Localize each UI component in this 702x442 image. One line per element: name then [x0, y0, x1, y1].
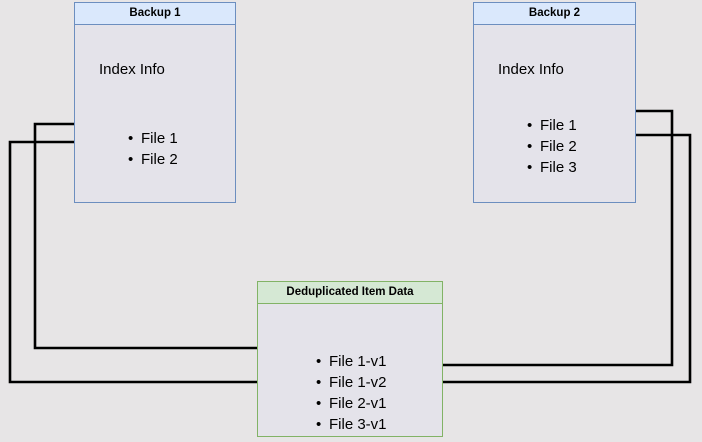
dedup-file-list: File 1-v1 File 1-v2 File 2-v1 File 3-v1 [313, 351, 386, 435]
list-item[interactable]: File 2-v1 [316, 393, 386, 414]
backup-2-index-info-label: Index Info [498, 61, 564, 78]
list-item[interactable]: File 3-v1 [316, 414, 386, 435]
list-item[interactable]: File 1 [527, 115, 577, 136]
node-deduplicated-item-data[interactable]: Deduplicated Item Data File 1-v1 File 1-… [257, 281, 443, 437]
backup-2-file-list: File 1 File 2 File 3 [524, 115, 577, 178]
node-deduplicated-item-data-body: File 1-v1 File 1-v2 File 2-v1 File 3-v1 [258, 304, 442, 436]
node-backup-1[interactable]: Backup 1 Index Info File 1 File 2 [74, 2, 236, 203]
list-item[interactable]: File 3 [527, 157, 577, 178]
node-backup-1-title: Backup 1 [75, 3, 235, 25]
list-item[interactable]: File 2 [128, 149, 178, 170]
list-item[interactable]: File 2 [527, 136, 577, 157]
list-item[interactable]: File 1-v2 [316, 372, 386, 393]
list-item[interactable]: File 1 [128, 128, 178, 149]
node-deduplicated-item-data-title: Deduplicated Item Data [258, 282, 442, 304]
node-backup-1-body: Index Info File 1 File 2 [75, 25, 235, 202]
backup-1-file-list: File 1 File 2 [125, 128, 178, 170]
node-backup-2-title: Backup 2 [474, 3, 635, 25]
node-backup-2-body: Index Info File 1 File 2 File 3 [474, 25, 635, 202]
node-backup-2[interactable]: Backup 2 Index Info File 1 File 2 File 3 [473, 2, 636, 203]
list-item[interactable]: File 1-v1 [316, 351, 386, 372]
backup-1-index-info-label: Index Info [99, 61, 165, 78]
